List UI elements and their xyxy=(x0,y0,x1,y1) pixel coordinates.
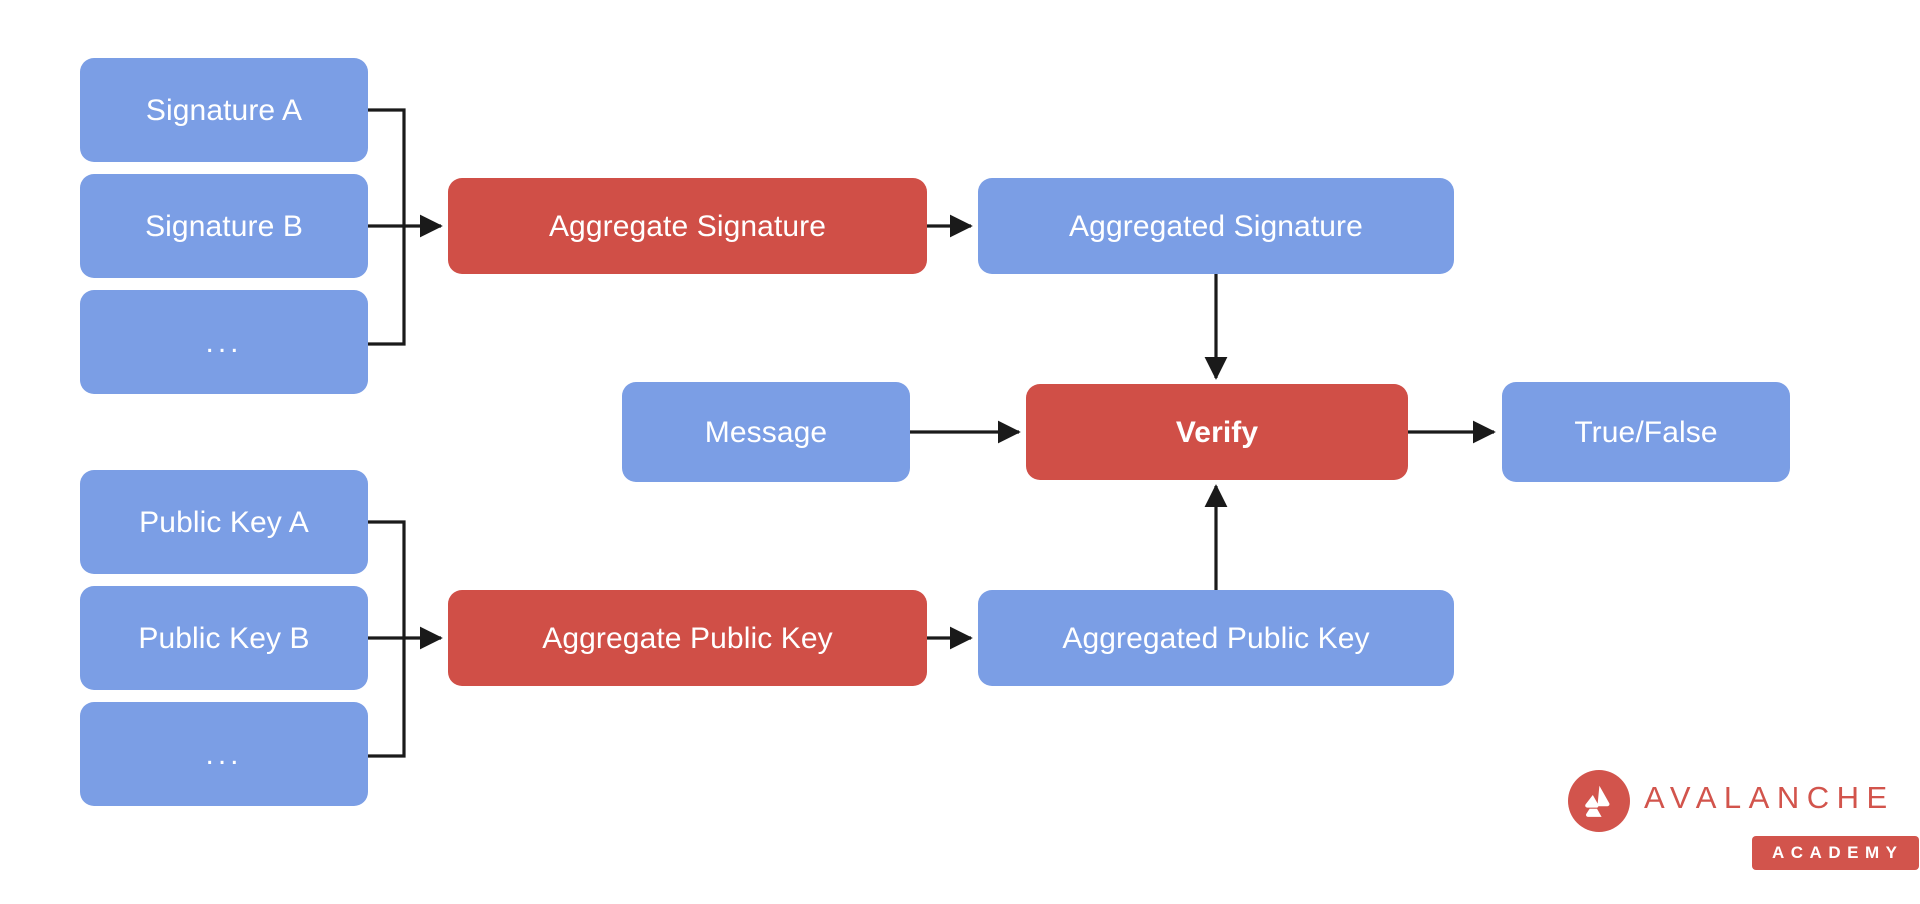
node-aggregated-public-key[interactable]: Aggregated Public Key xyxy=(978,590,1454,686)
avalanche-logo-icon xyxy=(1568,770,1630,832)
avalanche-academy-logo: AVALANCHE ACADEMY xyxy=(1568,768,1920,872)
node-aggregate-signature[interactable]: Aggregate Signature xyxy=(448,178,927,274)
node-verify[interactable]: Verify xyxy=(1026,384,1408,480)
node-signature-more[interactable]: ... xyxy=(80,290,368,394)
academy-badge: ACADEMY xyxy=(1752,836,1920,870)
node-public-key-b[interactable]: Public Key B xyxy=(80,586,368,690)
edge-public-key-more xyxy=(368,638,406,758)
node-aggregate-public-key[interactable]: Aggregate Public Key xyxy=(448,590,927,686)
avalanche-wordmark: AVALANCHE xyxy=(1644,780,1895,815)
edge-signature-a xyxy=(368,108,406,226)
node-public-key-a[interactable]: Public Key A xyxy=(80,470,368,574)
edge-public-key-a xyxy=(368,520,406,638)
node-signature-a[interactable]: Signature A xyxy=(80,58,368,162)
node-public-key-more[interactable]: ... xyxy=(80,702,368,806)
node-true-false[interactable]: True/False xyxy=(1502,382,1790,482)
node-aggregated-signature[interactable]: Aggregated Signature xyxy=(978,178,1454,274)
node-message[interactable]: Message xyxy=(622,382,910,482)
node-signature-b[interactable]: Signature B xyxy=(80,174,368,278)
edge-signature-more xyxy=(368,226,406,346)
